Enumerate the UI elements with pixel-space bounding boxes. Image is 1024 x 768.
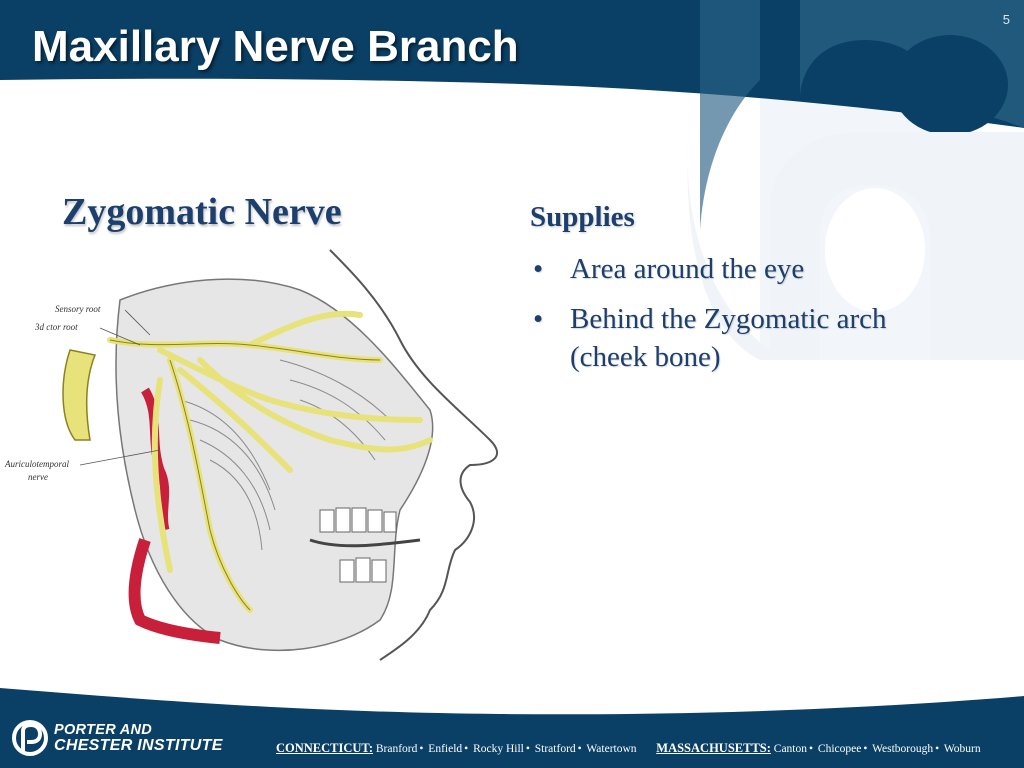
face-profile: [329, 249, 498, 661]
muscle-hatching: [179, 359, 391, 551]
teeth: [319, 507, 397, 583]
artery-upper: [141, 387, 170, 532]
brand-name: PORTER AND CHESTER INSTITUTE: [54, 722, 223, 754]
figure-label: nerve: [28, 472, 48, 482]
town: Stratford: [534, 743, 576, 755]
footer-locations: CONNECTICUT: Branford• Enfield• Rocky Hi…: [276, 741, 981, 755]
page-number: 5: [1002, 12, 1010, 27]
header-logo-arc-left: [700, 0, 760, 230]
skull-region: [115, 278, 434, 652]
sub-heading: Zygomatic Nerve: [62, 191, 342, 233]
header-band: [0, 0, 1024, 128]
town: Woburn: [943, 743, 981, 755]
anatomy-illustration: Sensory root 3d ctor root Auriculotempor…: [4, 249, 498, 661]
label-leaders: [79, 309, 161, 466]
brand-line-2: CHESTER INSTITUTE: [54, 737, 223, 754]
region-massachusetts: MASSACHUSETTS:: [656, 741, 771, 755]
town: Watertown: [586, 743, 637, 755]
region-connecticut: CONNECTICUT:: [276, 741, 373, 755]
footer-band: [0, 688, 1024, 768]
mouth-line: [309, 538, 421, 548]
watermark-lower: [687, 115, 1024, 360]
brand-logo-icon: [12, 720, 48, 756]
figure-label: Auriculotemporal: [4, 459, 69, 469]
figure-label: 3d ctor root: [34, 322, 78, 332]
town: Rocky Hill: [473, 743, 524, 755]
town: Westborough: [872, 743, 934, 755]
town: Enfield: [428, 743, 463, 755]
brand-line-1: PORTER AND: [54, 722, 153, 738]
header-logo-hole: [892, 35, 1008, 135]
town: Branford: [375, 743, 418, 755]
town: Chicopee: [817, 743, 862, 755]
figure-label: Sensory root: [55, 304, 101, 314]
ear-stub: [62, 349, 97, 441]
artery-lower: [128, 538, 221, 644]
nerve-outlines: [109, 339, 381, 611]
slide-title: Maxillary Nerve Branch: [32, 22, 519, 71]
bullet-list: Area around the eye Behind the Zygomatic…: [530, 250, 970, 388]
bullet-item: Area around the eye: [530, 250, 970, 288]
bullet-item: Behind the Zygomatic arch (cheek bone): [530, 300, 970, 376]
supplies-heading: Supplies: [530, 201, 635, 233]
town: Canton: [773, 743, 808, 755]
